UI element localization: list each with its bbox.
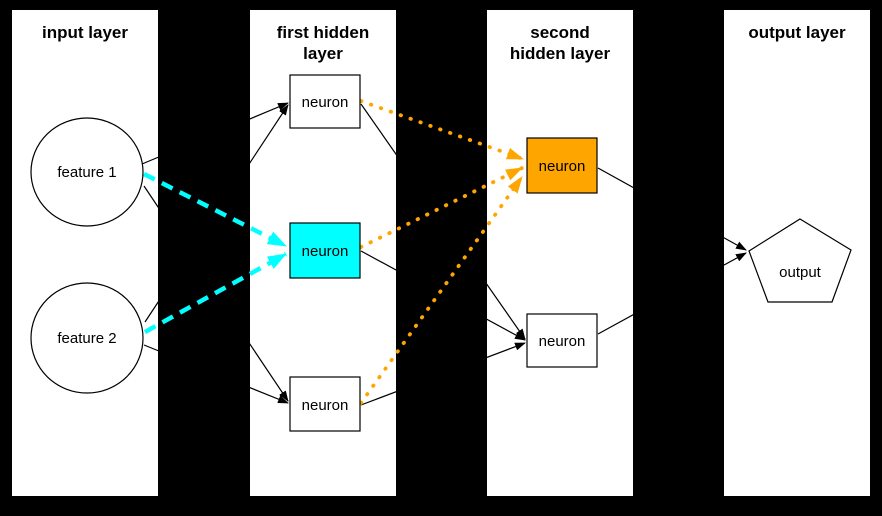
- panel-input-layer: [12, 10, 158, 496]
- title-output-layer: output layer: [748, 23, 846, 42]
- edges-highlight-cyan: [142, 171, 288, 334]
- layer-panels: [12, 10, 870, 496]
- edge-orange-neuron-to-output: [597, 167, 747, 251]
- node-output-pentagon: [748, 218, 852, 303]
- edge-feature2-to-cyan-neuron: [143, 252, 288, 334]
- edges-hidden1-to-hidden2: [360, 103, 526, 406]
- node-hidden1-neuron-bottom: [289, 376, 361, 432]
- edge-neuron-top-to-hidden2-bottom: [360, 103, 526, 340]
- node-label-feature-2: feature 2: [57, 330, 116, 347]
- node-hidden2-neuron-bottom: [526, 313, 598, 368]
- edge-feature1-to-cyan-neuron: [142, 171, 288, 249]
- node-label-neuron-h1-bot: neuron: [302, 397, 349, 414]
- edge-cyan-neuron-to-orange-neuron: [359, 166, 524, 249]
- node-label-neuron-h1-top: neuron: [302, 94, 349, 111]
- node-label-feature-1: feature 1: [57, 164, 116, 181]
- title-second-hidden-line2: hidden layer: [510, 44, 611, 63]
- edge-neuron-middle-to-hidden2-bottom: [360, 250, 526, 341]
- panel-second-hidden-layer: [487, 10, 633, 496]
- node-labels: feature 1 feature 2 neuron neuron neuron…: [57, 94, 821, 414]
- edges-hidden2-to-output: [597, 167, 747, 335]
- layer-titles: input layer first hidden layer second hi…: [42, 23, 846, 63]
- node-label-neuron-h2-bot: neuron: [539, 333, 586, 350]
- edge-neuron-bottom-to-hidden2-bottom: [360, 342, 526, 406]
- node-hidden1-neuron-middle: [289, 222, 361, 279]
- node-feature-2: [30, 282, 144, 394]
- node-hidden1-neuron-top: [289, 74, 361, 129]
- nodes: [30, 74, 852, 432]
- node-label-neuron-h2-top: neuron: [539, 158, 586, 175]
- edges-highlight-orange: [359, 99, 525, 405]
- title-input-layer: input layer: [42, 23, 128, 42]
- title-first-hidden-line2: layer: [303, 44, 343, 63]
- node-feature-1: [30, 117, 144, 227]
- node-hidden2-neuron-orange: [526, 137, 598, 194]
- edge-feature2-to-neuron-bottom: [143, 344, 289, 404]
- node-label-neuron-h1-mid: neuron: [302, 243, 349, 260]
- edge-feature2-to-neuron-top: [144, 104, 289, 323]
- edge-neuron-top-to-orange-neuron: [359, 99, 525, 161]
- title-second-hidden-line1: second: [530, 23, 590, 42]
- node-label-output: output: [779, 264, 822, 281]
- edge-feature1-to-neuron-top: [141, 102, 289, 165]
- title-first-hidden-line1: first hidden: [277, 23, 370, 42]
- edge-neuron-bottom-to-orange-neuron: [359, 175, 524, 405]
- edge-bottom-neuron-to-output: [597, 252, 747, 335]
- edges-input-to-hidden1: [141, 102, 289, 404]
